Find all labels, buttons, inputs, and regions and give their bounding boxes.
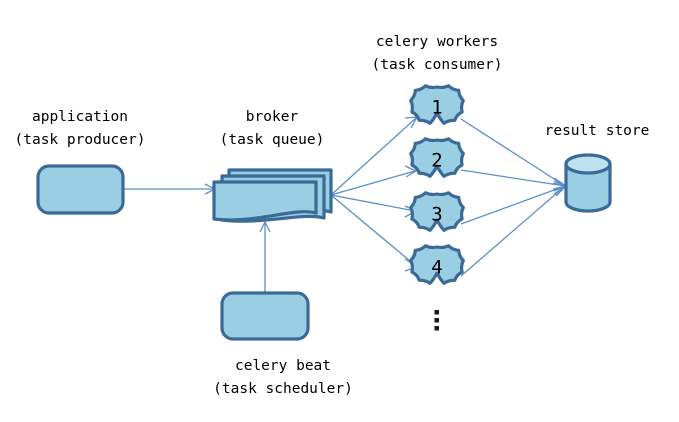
node-application[interactable] bbox=[36, 164, 125, 215]
broker-label-line2: (task queue) bbox=[220, 132, 325, 148]
result-store-label: result store bbox=[545, 123, 650, 139]
worker-1-star[interactable] bbox=[409, 84, 465, 125]
connector-broker-to-worker-2 bbox=[330, 165, 418, 196]
connector-application-to-broker bbox=[124, 183, 217, 195]
connector-worker-2-to-result-store bbox=[460, 169, 568, 192]
worker-node-3[interactable]: 3 bbox=[409, 191, 465, 232]
application-label-line2: (task producer) bbox=[15, 132, 146, 148]
celery-beat-label-line1: celery beat bbox=[235, 358, 331, 374]
worker-node-4[interactable]: 4 bbox=[409, 244, 465, 285]
connector-celerybeat-to-broker bbox=[259, 220, 271, 292]
broker-sheet-front[interactable] bbox=[212, 180, 318, 222]
workers-continuation-ellipsis-icon bbox=[434, 310, 439, 331]
application-label-line1: application bbox=[32, 109, 128, 125]
worker-2-number: 2 bbox=[431, 150, 442, 172]
celery-beat-label-line2: (task scheduler) bbox=[213, 381, 353, 397]
node-broker[interactable] bbox=[212, 168, 333, 223]
celery-workers-label-line2: (task consumer) bbox=[372, 57, 503, 73]
celery-workers-label-line1: celery workers bbox=[376, 34, 498, 50]
broker-label-line1: broker bbox=[246, 109, 299, 125]
connector-layer bbox=[124, 116, 568, 292]
connector-worker-3-to-result-store bbox=[460, 182, 568, 225]
worker-2-star[interactable] bbox=[409, 137, 465, 178]
worker-1-number: 1 bbox=[431, 97, 442, 119]
result-store-cylinder-top bbox=[564, 153, 612, 175]
application-box[interactable] bbox=[36, 164, 125, 215]
worker-4-star[interactable] bbox=[409, 244, 465, 285]
connector-broker-to-worker-4 bbox=[330, 194, 419, 272]
node-result-store[interactable] bbox=[564, 153, 612, 213]
worker-4-number: 4 bbox=[431, 257, 442, 279]
worker-node-2[interactable]: 2 bbox=[409, 137, 465, 178]
result-store-cylinder-body[interactable] bbox=[564, 162, 612, 213]
node-celery-beat[interactable] bbox=[220, 291, 310, 341]
worker-3-number: 3 bbox=[431, 204, 442, 226]
celery-beat-box[interactable] bbox=[220, 291, 310, 341]
worker-3-star[interactable] bbox=[409, 191, 465, 232]
connector-worker-4-to-result-store bbox=[460, 182, 568, 277]
worker-node-1[interactable]: 1 bbox=[409, 84, 465, 125]
